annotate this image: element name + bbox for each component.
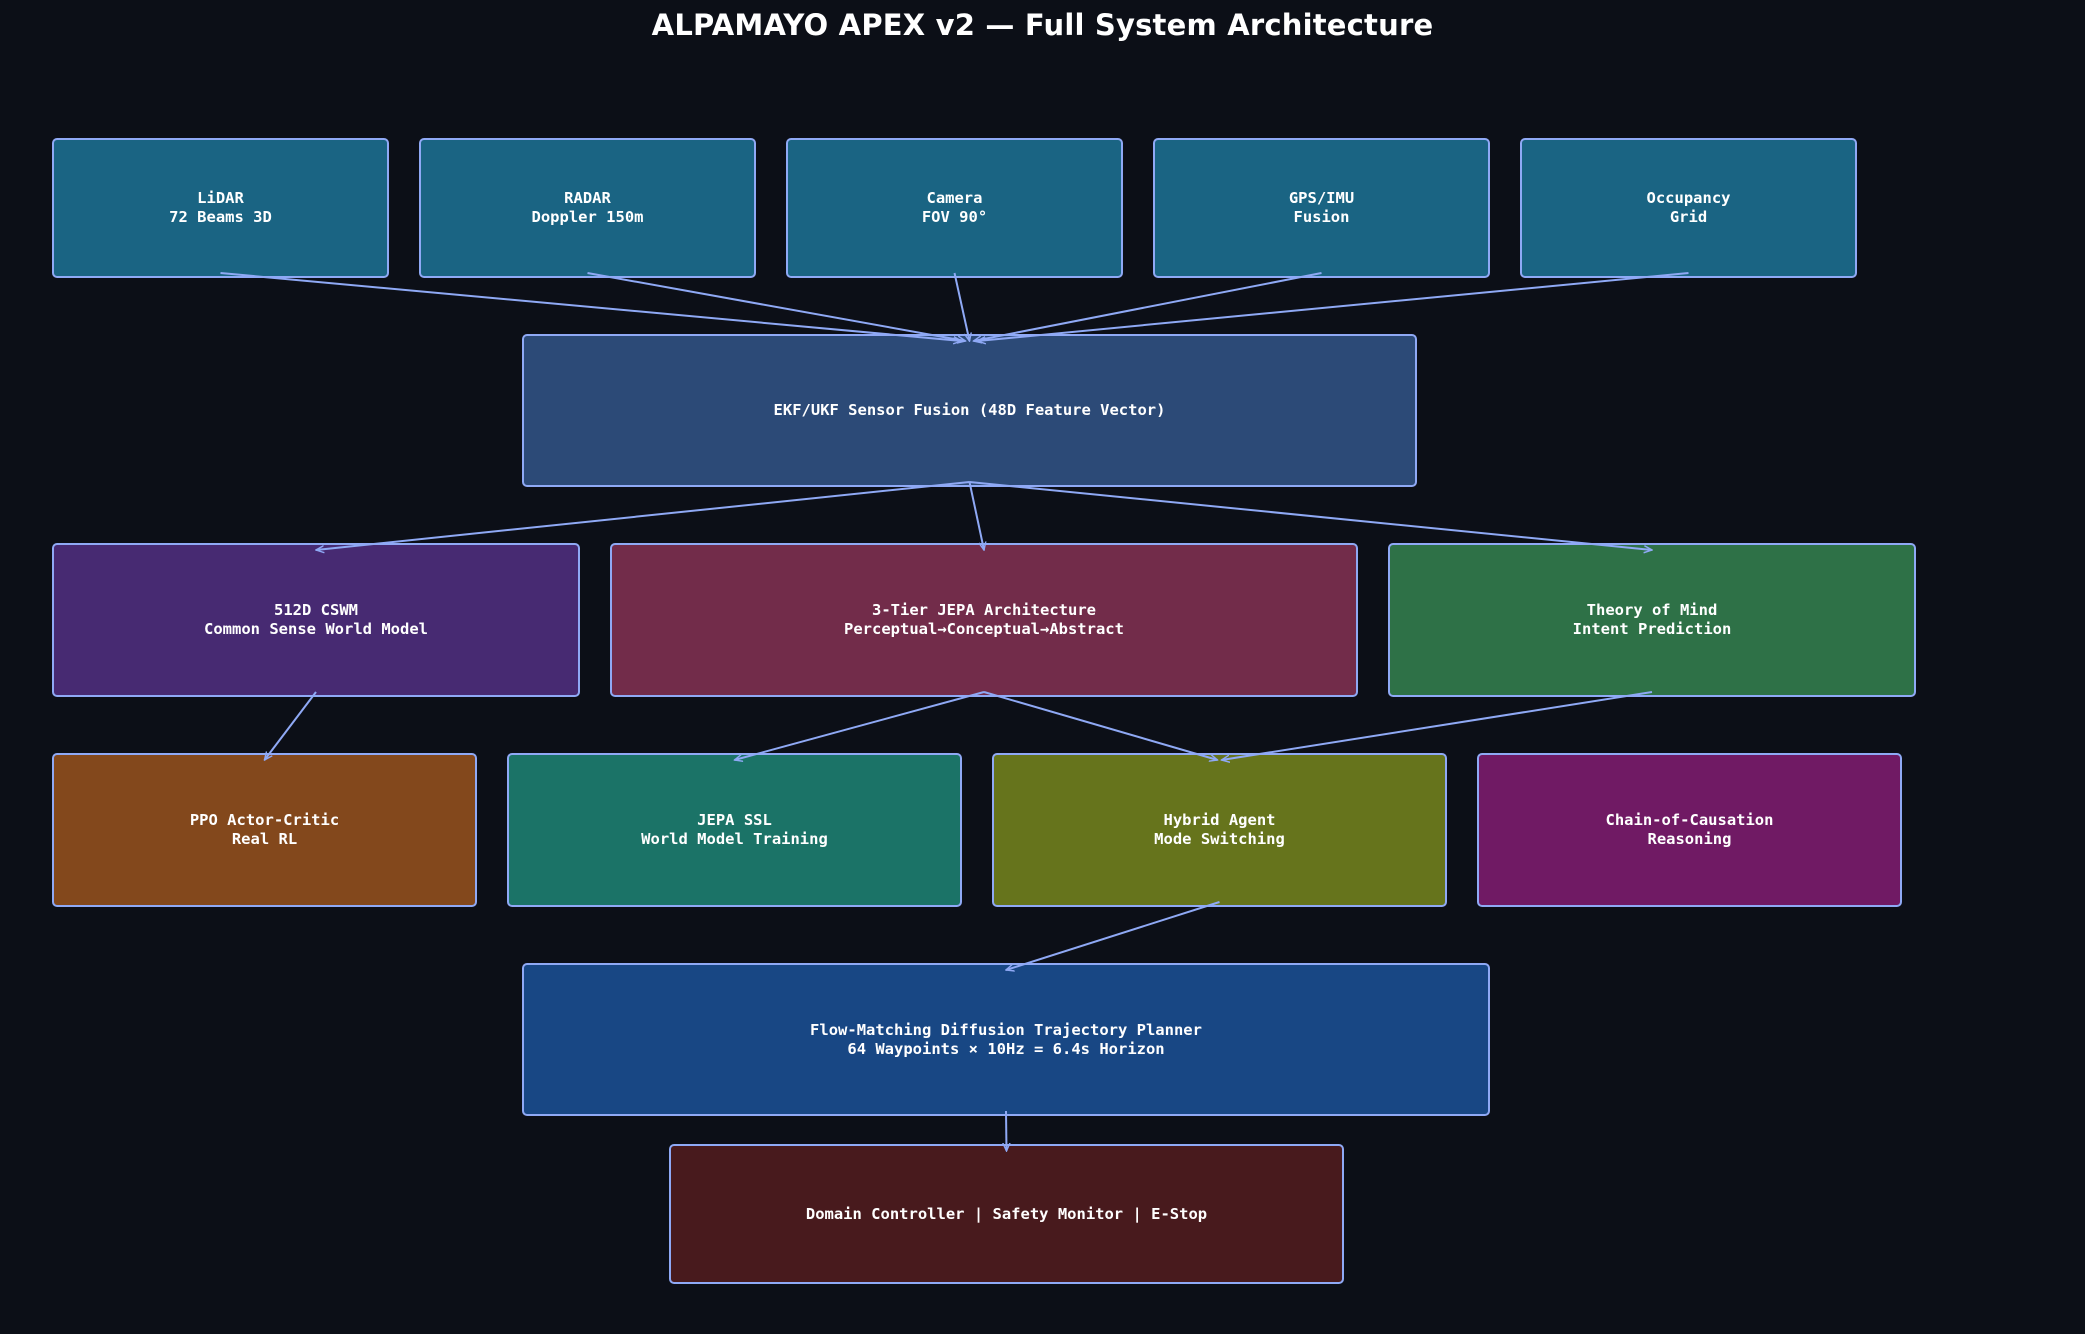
edge-ekf-to-tom [969, 481, 1653, 550]
edge-ekf-to-jepa [968, 481, 985, 550]
node-gps-imu[interactable]: GPS/IMU Fusion [1153, 138, 1490, 278]
edge-cswm-to-ppo [265, 691, 317, 760]
node-lidar[interactable]: LiDAR 72 Beams 3D [52, 138, 389, 278]
edge-ekf-to-cswm [316, 481, 970, 550]
node-lidar-label: LiDAR 72 Beams 3D [169, 189, 272, 226]
node-jepa-architecture[interactable]: 3-Tier JEPA Architecture Perceptual→Conc… [610, 543, 1358, 697]
node-chain-of-causation-label: Chain-of-Causation Reasoning [1605, 811, 1774, 848]
node-domain-controller-label: Domain Controller | Safety Monitor | E-S… [805, 1204, 1208, 1223]
node-cswm-label: 512D CSWM Common Sense World Model [204, 601, 428, 638]
node-sensor-fusion[interactable]: EKF/UKF Sensor Fusion (48D Feature Vecto… [522, 334, 1417, 487]
edge-tom-to-hybrid [1222, 691, 1653, 760]
node-gps-imu-label: GPS/IMU Fusion [1288, 189, 1355, 226]
node-trajectory-planner-label: Flow-Matching Diffusion Trajectory Plann… [810, 1020, 1202, 1058]
node-theory-of-mind-label: Theory of Mind Intent Prediction [1572, 601, 1732, 638]
edge-camera-to-ekf [953, 272, 970, 341]
node-jepa-architecture-label: 3-Tier JEPA Architecture Perceptual→Conc… [844, 601, 1124, 638]
edge-radar-to-ekf [587, 272, 966, 341]
node-cswm[interactable]: 512D CSWM Common Sense World Model [52, 543, 580, 697]
node-jepa-ssl[interactable]: JEPA SSL World Model Training [507, 753, 962, 907]
node-radar-label: RADAR Doppler 150m [531, 189, 644, 226]
edge-gps-to-ekf [974, 272, 1322, 341]
node-camera-label: Camera FOV 90° [921, 189, 988, 226]
node-occupancy-grid[interactable]: Occupancy Grid [1520, 138, 1857, 278]
edge-lidar-to-ekf [220, 272, 962, 341]
node-ppo-actor-critic-label: PPO Actor-Critic Real RL [189, 811, 340, 848]
edge-jepa-to-hybrid [983, 691, 1218, 760]
node-theory-of-mind[interactable]: Theory of Mind Intent Prediction [1388, 543, 1916, 697]
node-hybrid-agent-label: Hybrid Agent Mode Switching [1154, 811, 1285, 848]
node-camera[interactable]: Camera FOV 90° [786, 138, 1123, 278]
node-jepa-ssl-label: JEPA SSL World Model Training [641, 811, 828, 848]
node-radar[interactable]: RADAR Doppler 150m [419, 138, 756, 278]
node-ppo-actor-critic[interactable]: PPO Actor-Critic Real RL [52, 753, 477, 907]
node-chain-of-causation[interactable]: Chain-of-Causation Reasoning [1477, 753, 1902, 907]
node-trajectory-planner[interactable]: Flow-Matching Diffusion Trajectory Plann… [522, 963, 1490, 1116]
edge-hybrid-to-flow [1006, 901, 1220, 970]
node-hybrid-agent[interactable]: Hybrid Agent Mode Switching [992, 753, 1447, 907]
node-occupancy-grid-label: Occupancy Grid [1646, 189, 1731, 226]
edge-jepa-to-ssl [735, 691, 985, 760]
node-domain-controller[interactable]: Domain Controller | Safety Monitor | E-S… [669, 1144, 1344, 1284]
edge-occ-to-ekf [978, 272, 1689, 341]
diagram-title: ALPAMAYO APEX v2 — Full System Architect… [651, 8, 1434, 42]
node-sensor-fusion-label: EKF/UKF Sensor Fusion (48D Feature Vecto… [773, 401, 1166, 419]
